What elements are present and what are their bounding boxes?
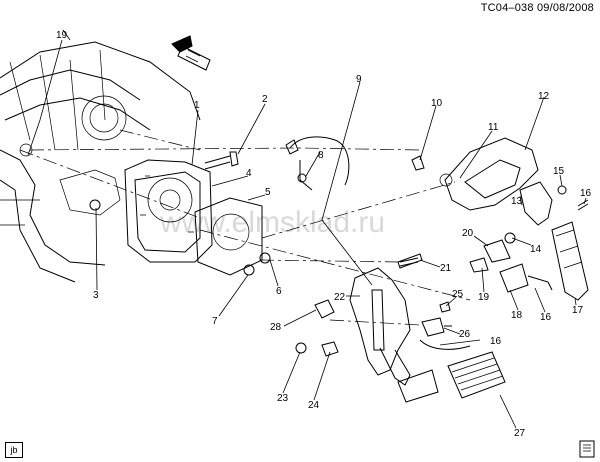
callout-18: 18 [511, 310, 523, 321]
callout-13: 13 [511, 196, 523, 207]
watermark: www.elmsklad.ru [159, 206, 385, 239]
callout-14: 14 [530, 244, 542, 255]
pedal-bolt [411, 155, 425, 171]
callout-12: 12 [538, 91, 550, 102]
mount-nut [89, 199, 101, 211]
callout-16-top: 16 [580, 188, 592, 199]
position-sensor [499, 263, 553, 293]
hex-nut [295, 342, 307, 354]
callout-17: 17 [572, 305, 584, 316]
pedal-mount-bolt [577, 199, 589, 211]
callout-1: 1 [194, 100, 200, 111]
callout-labels: 19 1 2 3 4 5 6 7 8 9 10 11 12 13 14 15 1… [56, 30, 592, 439]
cable-end [285, 139, 299, 155]
author-badge: jb [5, 442, 23, 458]
callout-16-sensor: 16 [540, 312, 552, 323]
callout-7: 7 [212, 316, 218, 327]
vehicle-dash-structure [0, 41, 201, 283]
callout-23: 23 [277, 393, 289, 404]
callout-21: 21 [440, 263, 452, 274]
stud-bolt [397, 253, 423, 269]
brake-switch [314, 299, 335, 319]
brake-cable [289, 136, 350, 191]
callout-16-harness: 16 [490, 336, 502, 347]
callout-9: 9 [356, 74, 362, 85]
harness-connector [321, 341, 339, 357]
book-icon [579, 440, 595, 458]
callout-25: 25 [452, 289, 464, 300]
cable-clip [297, 173, 307, 183]
booster-bracket [124, 159, 213, 263]
bracket-nut [243, 264, 255, 276]
callout-4: 4 [246, 168, 252, 179]
front-arrow-icon [171, 35, 211, 71]
switch-clip [421, 317, 452, 337]
callout-2: 2 [262, 94, 268, 105]
callout-24: 24 [308, 400, 320, 411]
brake-pedal-assembly [349, 267, 439, 403]
pedal-nut [557, 185, 567, 195]
pedal-stop-bracket [483, 239, 511, 263]
callout-28: 28 [270, 322, 282, 333]
bolt [204, 151, 239, 170]
alignment-lines [19, 129, 471, 326]
callout-22: 22 [334, 292, 346, 303]
callout-20: 20 [462, 228, 474, 239]
callout-27: 27 [514, 428, 526, 439]
callout-15: 15 [553, 166, 565, 177]
sensor-nut [469, 257, 489, 273]
reference-code: TC04–038 09/08/2008 [480, 2, 594, 14]
accelerator-pedal [519, 181, 589, 301]
callout-11: 11 [488, 122, 499, 133]
wire-harness [419, 339, 471, 350]
lock-nut [259, 252, 271, 264]
leader-lines [27, 29, 587, 429]
callout-6: 6 [276, 286, 282, 297]
callout-26: 26 [459, 329, 471, 340]
callout-5: 5 [265, 187, 271, 198]
callout-10: 10 [431, 98, 443, 109]
callout-19-lower: 19 [478, 292, 490, 303]
callout-8: 8 [318, 150, 324, 161]
callout-19: 19 [56, 30, 68, 41]
stop-bumper [504, 232, 516, 244]
callout-3: 3 [93, 290, 99, 301]
brake-pedal-pad [447, 351, 506, 399]
small-screw [439, 301, 451, 313]
pedal-bracket [439, 137, 539, 211]
